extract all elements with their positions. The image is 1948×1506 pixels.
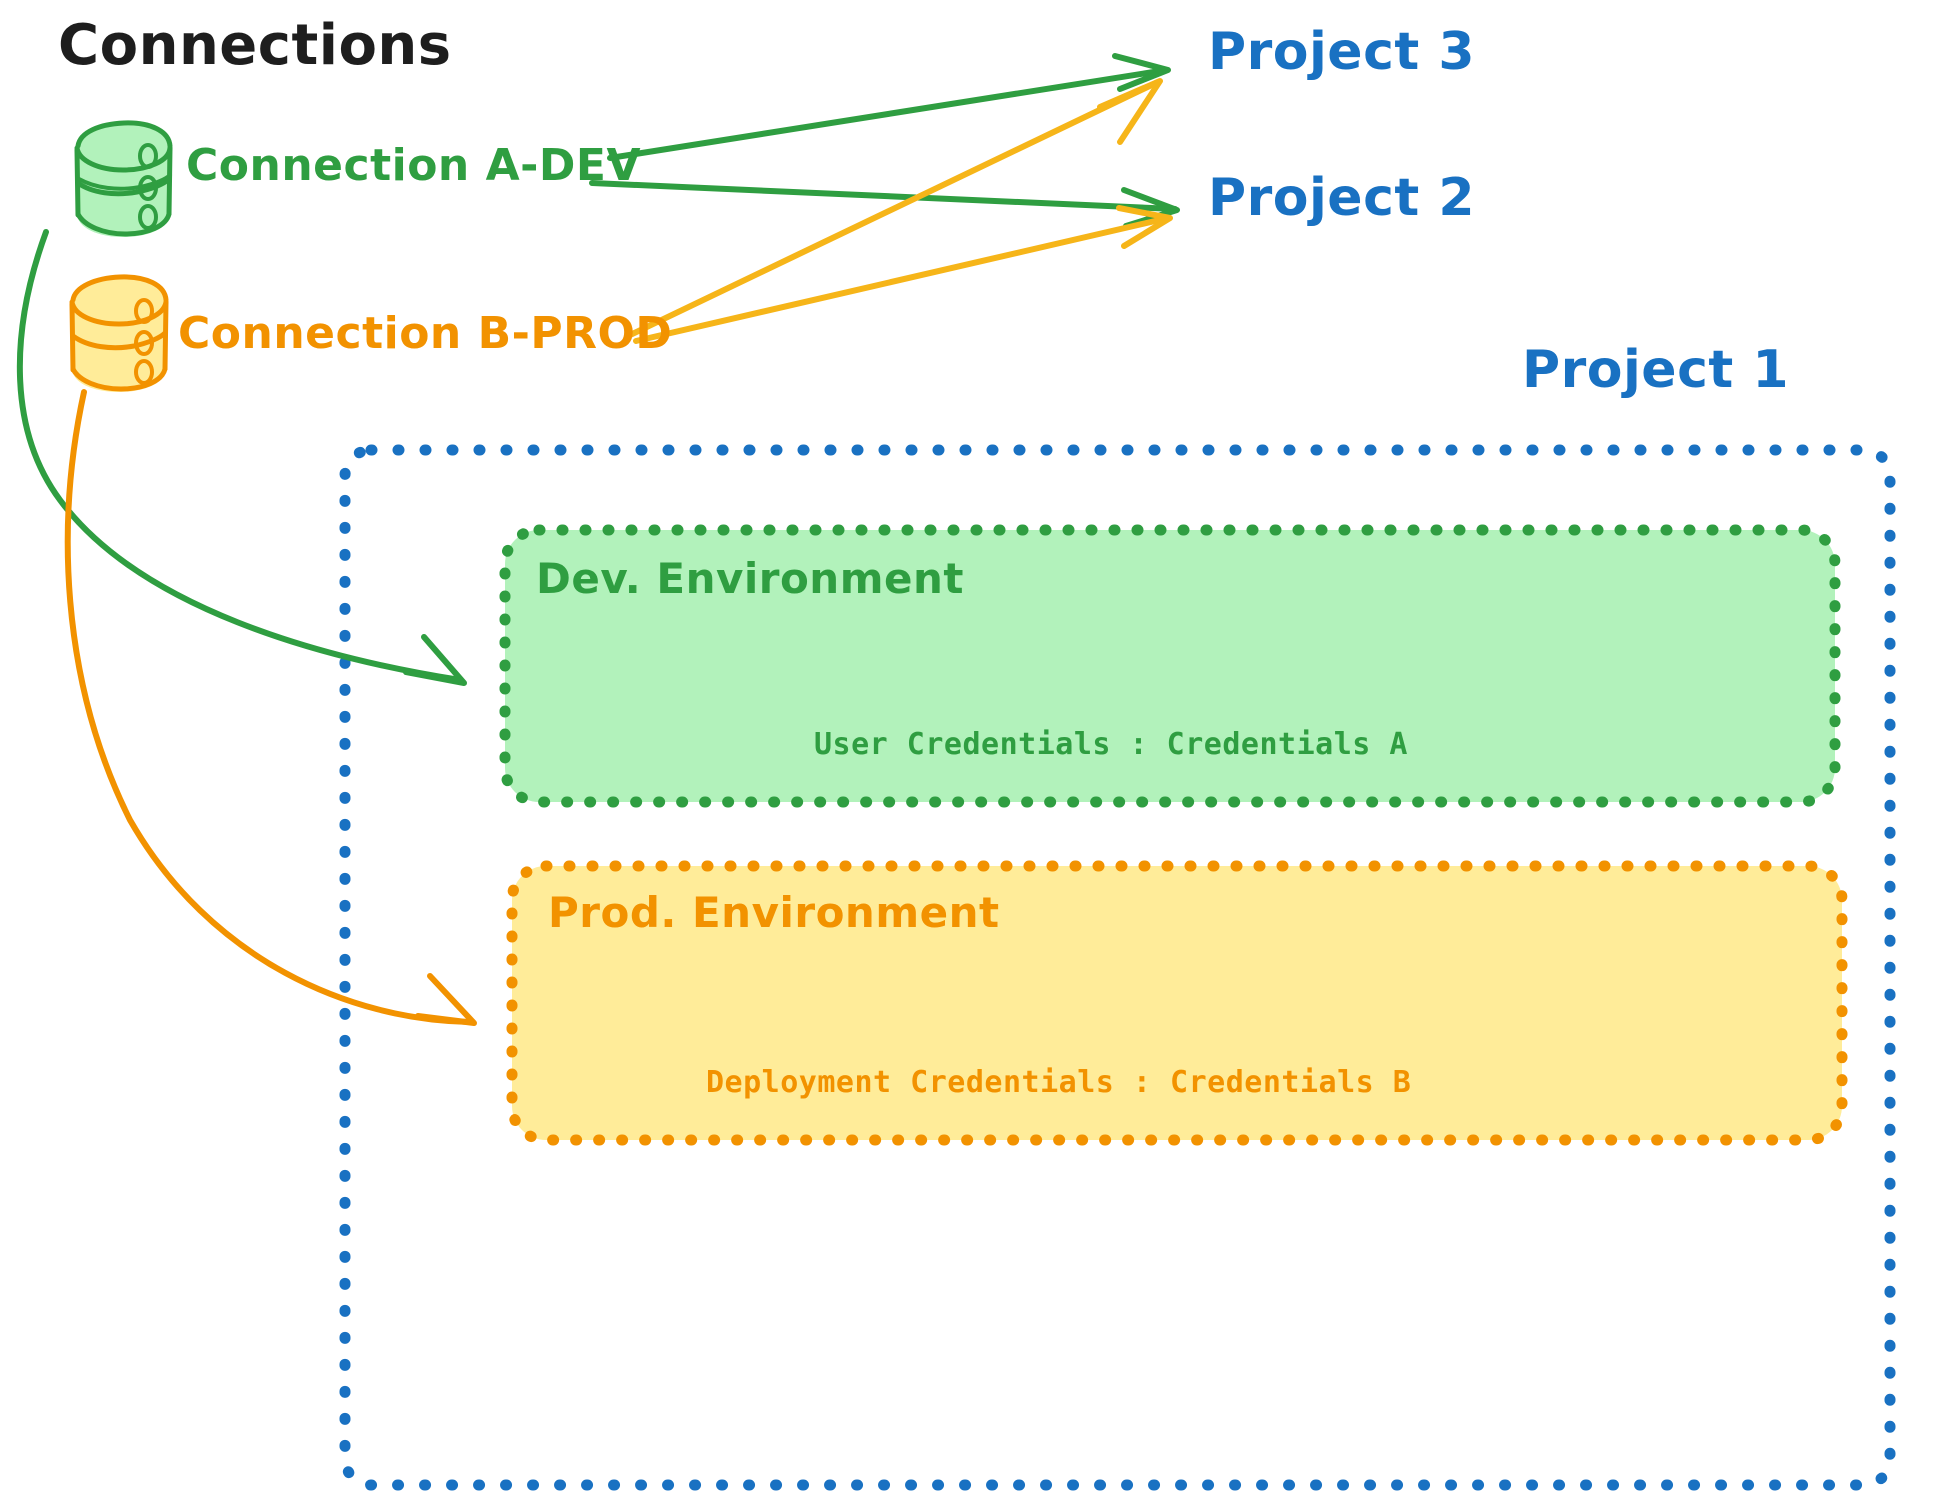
dev-environment-credentials: User Credentials : Credentials A — [814, 727, 1408, 762]
prod-environment-credentials: Deployment Credentials : Credentials B — [706, 1065, 1412, 1100]
project-1-label[interactable]: Project 1 — [1522, 340, 1790, 400]
edge-b-prod-to-project-3 — [625, 78, 1163, 339]
database-cylinder-icon-green[interactable] — [74, 120, 173, 237]
project-2-label[interactable]: Project 2 — [1208, 168, 1476, 228]
page-title: Connections — [58, 13, 452, 78]
project1-container-box[interactable] — [339, 444, 1896, 1491]
connection-b-prod-label[interactable]: Connection B-PROD — [178, 308, 673, 359]
edge-a-dev-to-project-2 — [589, 180, 1180, 229]
connection-a-dev-label[interactable]: Connection A-DEV — [186, 140, 642, 191]
edge-b-prod-to-prod-environment — [64, 389, 477, 1026]
prod-environment-title: Prod. Environment — [548, 888, 1000, 937]
edge-b-prod-to-project-2 — [633, 205, 1173, 344]
dev-environment-title: Dev. Environment — [536, 554, 964, 603]
edge-a-dev-to-dev-environment — [16, 229, 467, 686]
edge-a-dev-to-project-3 — [607, 53, 1171, 161]
project-3-label[interactable]: Project 3 — [1208, 22, 1476, 82]
database-cylinder-icon-orange[interactable] — [69, 274, 169, 392]
